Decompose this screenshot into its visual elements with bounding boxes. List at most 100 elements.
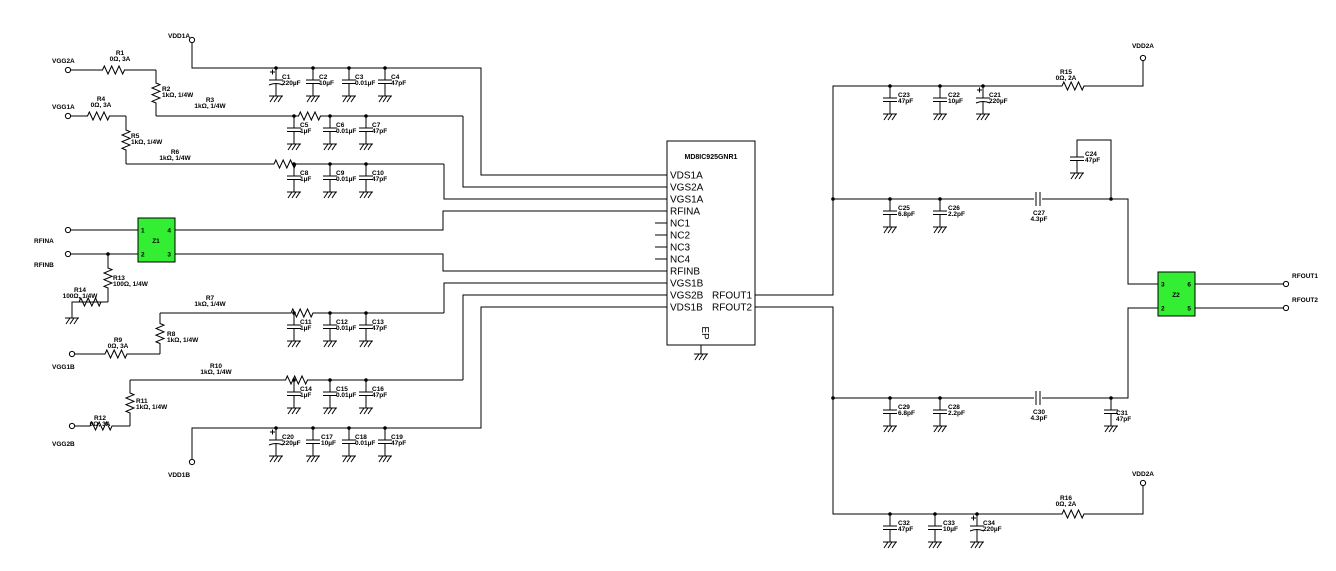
ground-hatch xyxy=(937,425,943,433)
ground-hatch xyxy=(331,407,337,415)
ground-hatch xyxy=(273,455,279,463)
capacitor-ref: C3 xyxy=(355,74,364,81)
ground-symbol xyxy=(287,143,301,151)
terminal-pin xyxy=(68,422,76,430)
ground-hatch xyxy=(359,191,365,199)
ground-hatch xyxy=(359,340,365,348)
resistor-value: 1kΩ, 1/4W xyxy=(136,404,168,411)
net-label: VGG1A xyxy=(52,104,75,111)
ground-hatch xyxy=(891,425,897,433)
capacitor-ref: C25 xyxy=(898,205,910,212)
coupler-pin-number: 2 xyxy=(141,252,145,259)
capacitor-value: 10µF xyxy=(321,440,336,447)
ground-hatch xyxy=(883,226,889,234)
resistor-body xyxy=(71,110,126,122)
ground-symbol xyxy=(342,95,356,103)
wire xyxy=(1042,198,1158,285)
ground-hatch xyxy=(363,143,369,151)
ground-hatch xyxy=(933,113,939,121)
ground-hatch xyxy=(277,455,283,463)
ic-pin-rfinb: RFINB xyxy=(670,267,700,278)
ground-hatch xyxy=(269,455,275,463)
capacitor-value: 220µF xyxy=(282,440,301,447)
ground-symbol xyxy=(933,425,947,433)
capacitor-value: 47pF xyxy=(391,440,406,447)
capacitor-ref: C16 xyxy=(372,386,384,393)
ground-hatch xyxy=(941,113,947,121)
wire xyxy=(462,116,655,188)
coupler-pin-number: 1 xyxy=(141,228,145,235)
ground-hatch xyxy=(291,340,297,348)
resistor-ref: R7 xyxy=(206,295,215,302)
ground-hatch xyxy=(883,113,889,121)
capacitor-ref: C8 xyxy=(300,170,309,177)
ground-hatch xyxy=(891,113,897,121)
coupler-ref: Z1 xyxy=(152,238,160,245)
ground-hatch xyxy=(331,143,337,151)
ground-symbol xyxy=(976,113,990,121)
ground-hatch xyxy=(310,455,316,463)
net-label: RFINA xyxy=(34,238,54,245)
capacitor-ref: C6 xyxy=(336,122,345,129)
resistor-body xyxy=(130,374,463,386)
capacitor-ref: C24 xyxy=(1085,151,1097,158)
resistor-ref: R12 xyxy=(94,415,106,422)
resistor-body xyxy=(72,420,130,432)
resistor-body xyxy=(1060,80,1086,92)
ground-hatch xyxy=(306,95,312,103)
ground-hatch xyxy=(382,95,388,103)
ground-hatch xyxy=(887,425,893,433)
ground-symbol xyxy=(883,425,897,433)
capacitor-value: 47pF xyxy=(372,392,387,399)
ground-hatch xyxy=(978,541,984,549)
ground-symbol xyxy=(342,455,356,463)
ground-hatch xyxy=(984,113,990,121)
resistor-ref: R6 xyxy=(171,149,180,156)
capacitor-value: 220µF xyxy=(282,80,301,87)
capacitor-value: 47pF xyxy=(372,128,387,135)
capacitor-ref: C19 xyxy=(391,434,403,441)
wire xyxy=(191,43,655,176)
capacitor-ref: C22 xyxy=(948,92,960,99)
ground-hatch xyxy=(69,317,75,325)
ground-hatch xyxy=(883,425,889,433)
coupler-pin-number: 3 xyxy=(1161,282,1165,289)
ground-hatch xyxy=(273,95,279,103)
capacitor-plate xyxy=(1035,192,1041,206)
ground-symbol xyxy=(323,407,337,415)
coupler-pin-number: 3 xyxy=(167,252,171,259)
ic-body xyxy=(666,140,756,346)
resistor-ref: R10 xyxy=(210,363,222,370)
resistor-ref: R4 xyxy=(97,96,106,103)
capacitor-value: 0.01µF xyxy=(336,325,356,332)
capacitor-value: 0.01µF xyxy=(355,440,375,447)
ground-hatch xyxy=(323,407,329,415)
terminal-pin xyxy=(64,112,72,120)
ground-hatch xyxy=(1078,172,1084,180)
ground-hatch xyxy=(1108,425,1114,433)
capacitor-C9: C90.01µF xyxy=(323,164,356,192)
capacitor-ref: C18 xyxy=(355,434,367,441)
wire xyxy=(443,282,655,313)
ground-hatch xyxy=(363,407,369,415)
resistor-value: 0Ω, 3A xyxy=(108,343,129,350)
ground-hatch xyxy=(694,353,700,361)
terminal-pin xyxy=(1139,54,1147,62)
ground-hatch xyxy=(327,407,333,415)
